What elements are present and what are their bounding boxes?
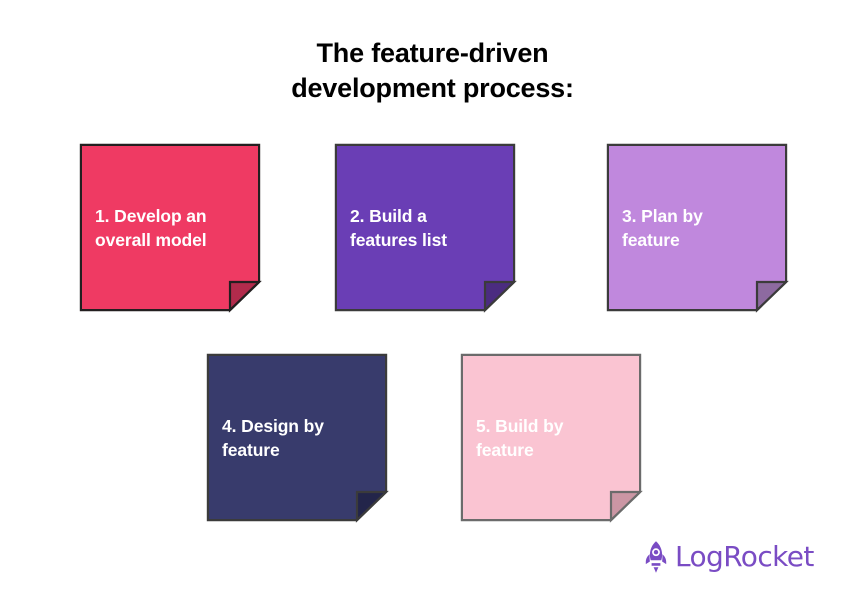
- process-step-label: 1. Develop an overall model: [95, 205, 207, 250]
- process-step-label: 3. Plan by feature: [622, 205, 703, 250]
- process-step-card-1[interactable]: 1. Develop an overall model: [79, 143, 262, 313]
- process-step-card-4[interactable]: 4. Design by feature: [206, 353, 389, 523]
- process-step-label: 2. Build a features list: [350, 205, 447, 250]
- logrocket-wordmark: LogRocket: [675, 540, 814, 573]
- process-step-label: 4. Design by feature: [222, 415, 324, 460]
- process-step-card-5[interactable]: 5. Build by feature: [460, 353, 643, 523]
- sticky-note-shape: [206, 353, 389, 523]
- process-step-label: 5. Build by feature: [476, 415, 564, 460]
- sticky-note-shape: [334, 143, 517, 313]
- page-title: The feature-driven development process:: [291, 38, 574, 104]
- rocket-icon: [645, 541, 667, 573]
- process-step-card-2[interactable]: 2. Build a features list: [334, 143, 517, 313]
- process-step-card-3[interactable]: 3. Plan by feature: [606, 143, 789, 313]
- sticky-note-shape: [79, 143, 262, 313]
- logrocket-logo: LogRocket: [641, 540, 814, 574]
- sticky-note-shape: [606, 143, 789, 313]
- sticky-note-shape: [460, 353, 643, 523]
